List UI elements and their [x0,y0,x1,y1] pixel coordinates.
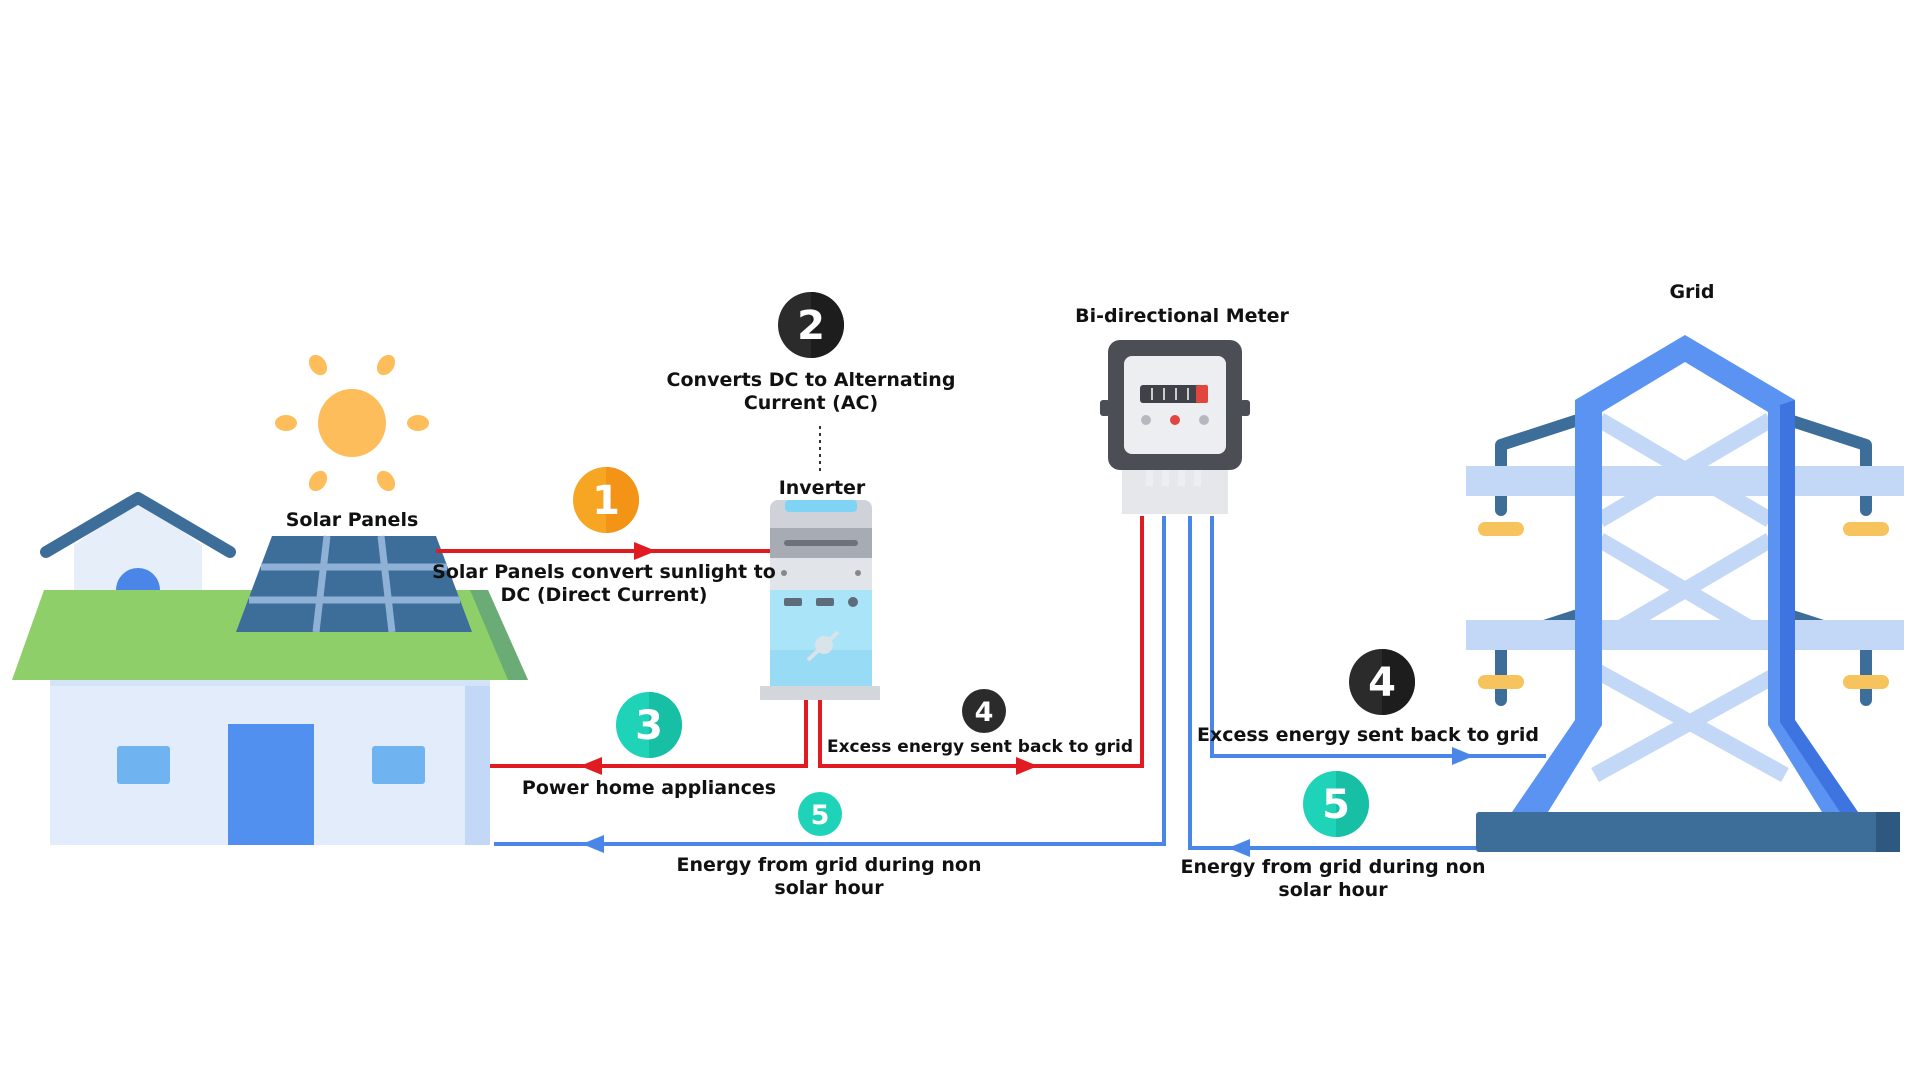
step-4-left-text: Excess energy sent back to grid [827,737,1133,757]
step-1-text-line1: Solar Panels convert sunlight to [432,561,776,583]
step-1-number: 1 [592,478,620,524]
step-5-left-text-line2: solar hour [774,877,884,899]
inverter-label: Inverter [779,477,866,499]
meter-icon [1100,340,1250,514]
step-4-right-badge: 4 [1349,649,1415,715]
step-4-right-text: Excess energy sent back to grid [1197,724,1539,746]
step-1-badge: 1 [573,467,639,533]
flow-excess-to-meter [818,516,1144,768]
step-5-left-number: 5 [811,800,830,831]
grid-tower-icon [1466,335,1904,852]
grid-label: Grid [1669,281,1714,303]
step-1-text-line2: DC (Direct Current) [501,584,708,606]
step-5-right-badge: 5 [1303,771,1369,837]
step-5-right-number: 5 [1322,782,1350,828]
flow-meter-to-grid-arrowhead [1452,747,1474,765]
step-2-text-line1: Converts DC to Alternating [667,369,956,391]
step-3-text: Power home appliances [522,777,776,799]
solar-panels-label: Solar Panels [286,509,419,531]
step-3-number: 3 [635,703,663,749]
solar-panel-icon [236,535,472,633]
step-4-right-number: 4 [1368,660,1396,706]
meter-label: Bi-directional Meter [1075,305,1289,327]
sun-icon [275,354,429,492]
inverter-icon [760,500,880,700]
step-5-left-badge: 5 [798,792,842,836]
step-5-right-text-line1: Energy from grid during non [1180,856,1485,878]
flow-grid-to-meter [1188,516,1476,850]
flow-meter-to-grid [1210,516,1546,758]
flow-to-home-arrowhead [580,757,602,775]
flow-grid-to-home [494,516,1166,846]
flow-grid-to-meter-arrowhead [1228,839,1250,857]
flow-grid-to-home-arrowhead [582,835,604,853]
step-2-text-line2: Current (AC) [744,392,878,414]
step-5-left-text-line1: Energy from grid during non [676,854,981,876]
step-2-badge: 2 [778,292,844,358]
step-4-left-number: 4 [975,697,994,728]
step-3-badge: 3 [616,692,682,758]
step-5-right-text-line2: solar hour [1278,879,1388,901]
step-4-left-badge: 4 [962,689,1006,733]
flow-dc-arrowhead [634,542,656,560]
flow-excess-arrowhead [1016,757,1038,775]
step-2-number: 2 [797,303,825,349]
